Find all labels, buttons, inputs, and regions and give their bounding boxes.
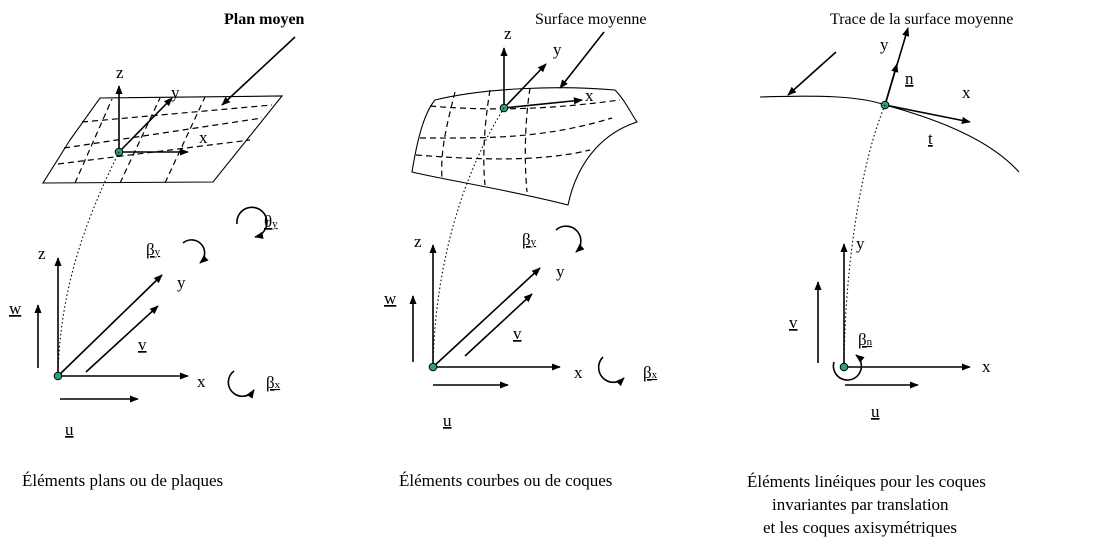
- t-vector: [884, 104, 971, 124]
- panel-plate: Plan moyen z y x z y x w v: [9, 11, 305, 490]
- pointer-arrow: [221, 36, 296, 106]
- projection-line: [57, 151, 120, 376]
- shell-y-label: y: [553, 40, 562, 59]
- dof-y-label: y: [556, 262, 565, 281]
- pointer-arrow: [559, 31, 605, 89]
- n-label: n: [905, 69, 914, 88]
- dof-z-label: z: [38, 244, 46, 263]
- dof-y-label: y: [856, 234, 865, 253]
- beta-x-label: βx: [266, 373, 281, 392]
- dof-x-label: x: [982, 357, 991, 376]
- v-label: v: [138, 335, 147, 354]
- projection-line: [432, 107, 505, 368]
- shell-y-axis: [503, 63, 547, 109]
- beta-y-rotation-arrow: [555, 225, 585, 253]
- beta-n-label: βn: [858, 330, 873, 349]
- theta-y-label: θy: [264, 212, 278, 231]
- plate-z-label: z: [116, 63, 124, 82]
- mean-surface-trace: [759, 95, 1020, 173]
- v-arrow: [85, 305, 159, 373]
- plate-x-label: x: [199, 128, 208, 147]
- dof-y-label: y: [177, 273, 186, 292]
- plate-y-axis: [118, 97, 173, 153]
- w-label: w: [384, 289, 397, 308]
- header-trace: Trace de la surface moyenne: [830, 11, 1013, 28]
- beta-x-rotation-arrow: [227, 370, 255, 399]
- dof-x-label: x: [197, 372, 206, 391]
- v-label: v: [789, 313, 798, 332]
- caption-plate: Éléments plans ou de plaques: [22, 471, 223, 490]
- caption-linear-line2: invariantes par translation: [772, 495, 949, 514]
- pointer-arrow: [787, 51, 837, 96]
- beta-x-rotation-arrow: [597, 356, 625, 387]
- projection-line: [843, 104, 886, 368]
- beta-y-label: βy: [522, 230, 537, 249]
- dof-x-label: x: [574, 363, 583, 382]
- caption-linear-line1: Éléments linéiques pour les coques: [747, 472, 986, 491]
- dof-y-axis: [432, 267, 541, 368]
- dof-node: [428, 362, 438, 372]
- beta-n-rotation-arrow: [832, 354, 865, 381]
- theta-y-rotation-arrow: [236, 206, 268, 239]
- header-plan-moyen: Plan moyen: [224, 11, 305, 28]
- w-label: w: [9, 299, 22, 318]
- header-surface-moyenne: Surface moyenne: [535, 11, 647, 28]
- dof-y-axis: [57, 274, 163, 377]
- dof-node: [839, 362, 849, 372]
- panel-shell: Surface moyenne z y x z y x w v u: [384, 11, 658, 490]
- beta-x-label: βx: [643, 363, 658, 382]
- mean-plane: [42, 95, 284, 184]
- v-arrow: [464, 293, 533, 357]
- caption-linear-line3: et les coques axisymétriques: [763, 518, 957, 537]
- shell-x-label: x: [585, 86, 594, 105]
- u-label: u: [871, 402, 880, 421]
- n-vector: [884, 63, 899, 106]
- beta-y-label: βy: [146, 240, 161, 259]
- plate-y-label: y: [171, 83, 180, 102]
- shell-x-axis: [503, 97, 583, 109]
- curve-x-label: x: [962, 83, 971, 102]
- curve-y-label: y: [880, 35, 889, 54]
- t-label: t: [928, 129, 933, 148]
- u-label: u: [65, 420, 74, 439]
- panel-linear: Trace de la surface moyenne y n x t y x …: [747, 11, 1020, 537]
- mean-surface: [411, 87, 638, 206]
- shell-z-label: z: [504, 24, 512, 43]
- dof-node: [53, 371, 63, 381]
- dof-z-label: z: [414, 232, 422, 251]
- beta-y-rotation-arrow: [182, 239, 209, 264]
- u-label: u: [443, 411, 452, 430]
- caption-shell: Éléments courbes ou de coques: [399, 471, 612, 490]
- v-label: v: [513, 324, 522, 343]
